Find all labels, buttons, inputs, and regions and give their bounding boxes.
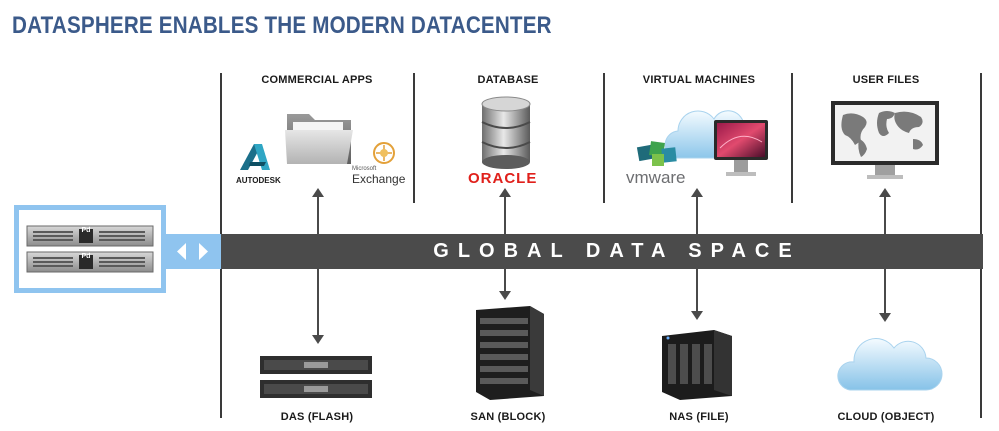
appliance-connector	[166, 234, 221, 269]
appliance-badge-top: Pd	[81, 227, 91, 234]
band-label: GLOBAL DATA SPACE	[433, 240, 801, 262]
exchange-wordmark: Exchange	[352, 172, 406, 186]
storage-label-nas: NAS (FILE)	[669, 411, 729, 423]
nas-file-icon	[658, 326, 736, 400]
storage-label-das: DAS (FLASH)	[280, 411, 354, 423]
datasphere-appliance: Pd Pd	[14, 205, 166, 293]
das-flash-icon	[258, 352, 374, 402]
exchange-logo-icon	[371, 140, 397, 166]
rack-servers-icon	[26, 225, 154, 273]
divider-3	[791, 73, 793, 203]
vmware-cubes-icon	[636, 140, 686, 170]
column-label-virtual-machines: VIRTUAL MACHINES	[642, 74, 756, 86]
global-data-space-band: GLOBAL DATA SPACE	[221, 234, 983, 269]
oracle-wordmark: ORACLE	[468, 170, 538, 187]
database-icon	[478, 96, 534, 170]
cloud-object-icon	[834, 328, 944, 396]
column-label-database: DATABASE	[477, 74, 539, 86]
divider-2	[603, 73, 605, 203]
microsoft-wordmark: Microsoft	[352, 166, 377, 172]
storage-label-cloud: CLOUD (OBJECT)	[837, 411, 935, 423]
column-label-commercial-apps: COMMERCIAL APPS	[261, 74, 373, 86]
autodesk-wordmark: AUTODESK	[236, 176, 281, 185]
vmware-wordmark: vmware	[626, 168, 686, 187]
column-label-user-files: USER FILES	[852, 74, 920, 86]
page-title: DATASPHERE ENABLES THE MODERN DATACENTER	[12, 12, 552, 39]
divider-1	[413, 73, 415, 203]
autodesk-logo-icon	[236, 140, 278, 174]
bidirectional-chevrons-icon	[177, 243, 208, 260]
folder-icon	[283, 108, 357, 168]
appliance-badge-bottom: Pd	[81, 253, 91, 260]
san-block-icon	[472, 304, 548, 400]
monitor-icon	[712, 118, 770, 182]
world-map-monitor-icon	[829, 99, 941, 183]
storage-label-san: SAN (BLOCK)	[470, 411, 546, 423]
